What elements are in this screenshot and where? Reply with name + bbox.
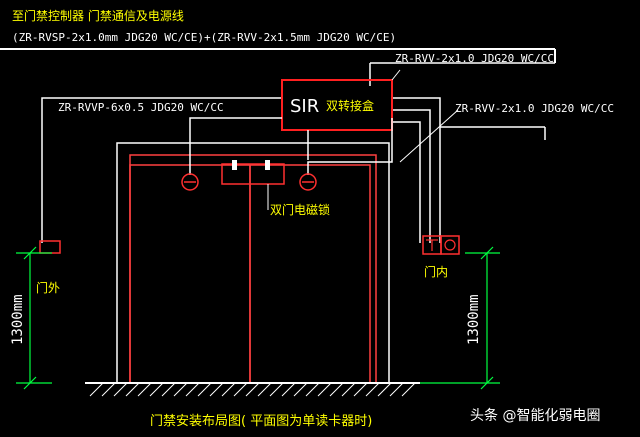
wire-sensor-right xyxy=(307,118,393,175)
dimension-right xyxy=(420,246,500,390)
dim-left-label: 1300mm xyxy=(10,294,26,345)
leader-right-mid xyxy=(399,109,459,163)
junction-box-sub-label: 双转接盒 xyxy=(326,98,374,113)
wire-right-3 xyxy=(392,121,421,243)
maglock-plate-left xyxy=(232,160,237,170)
leader-right-top xyxy=(391,69,401,81)
junction-box xyxy=(281,79,393,131)
junction-box-main-label: SIR xyxy=(290,96,319,117)
maglock-label: 双门电磁锁 xyxy=(270,202,330,217)
maglock-plate-right xyxy=(265,160,270,170)
cable-right-top-label: ZR-RVV-2x1.0 JDG20 WC/CC xyxy=(395,52,554,65)
controller-cable-spec: (ZR-RVSP-2x1.0mm JDG20 WC/CE)+(ZR-RVV-2x… xyxy=(12,31,396,44)
emergency-break-glass-icon xyxy=(440,235,460,255)
cable-left-label: ZR-RVVP-6x0.5 JDG20 WC/CC xyxy=(58,101,224,114)
wire-left-reader xyxy=(41,97,282,243)
cable-right-mid-label: ZR-RVV-2x1.0 JDG20 WC/CC xyxy=(455,102,614,115)
wire-right-2 xyxy=(392,109,431,243)
wire-sensor-left xyxy=(189,117,282,175)
wire-right-1 xyxy=(392,97,441,243)
door-sensor-icon xyxy=(181,173,199,191)
inside-label: 门内 xyxy=(424,264,448,279)
ground-hatch xyxy=(89,382,416,397)
outside-label: 门外 xyxy=(36,280,60,295)
door-sensor-icon xyxy=(299,173,317,191)
maglock xyxy=(221,163,285,185)
dimension-left xyxy=(16,246,52,390)
watermark: 头条 @智能化弱电圈 xyxy=(470,407,600,424)
controller-title: 至门禁控制器 门禁通信及电源线 xyxy=(12,8,184,23)
diagram-caption: 门禁安装布局图( 平面图为单读卡器时) xyxy=(150,414,372,429)
dim-right-label: 1300mm xyxy=(466,294,482,345)
